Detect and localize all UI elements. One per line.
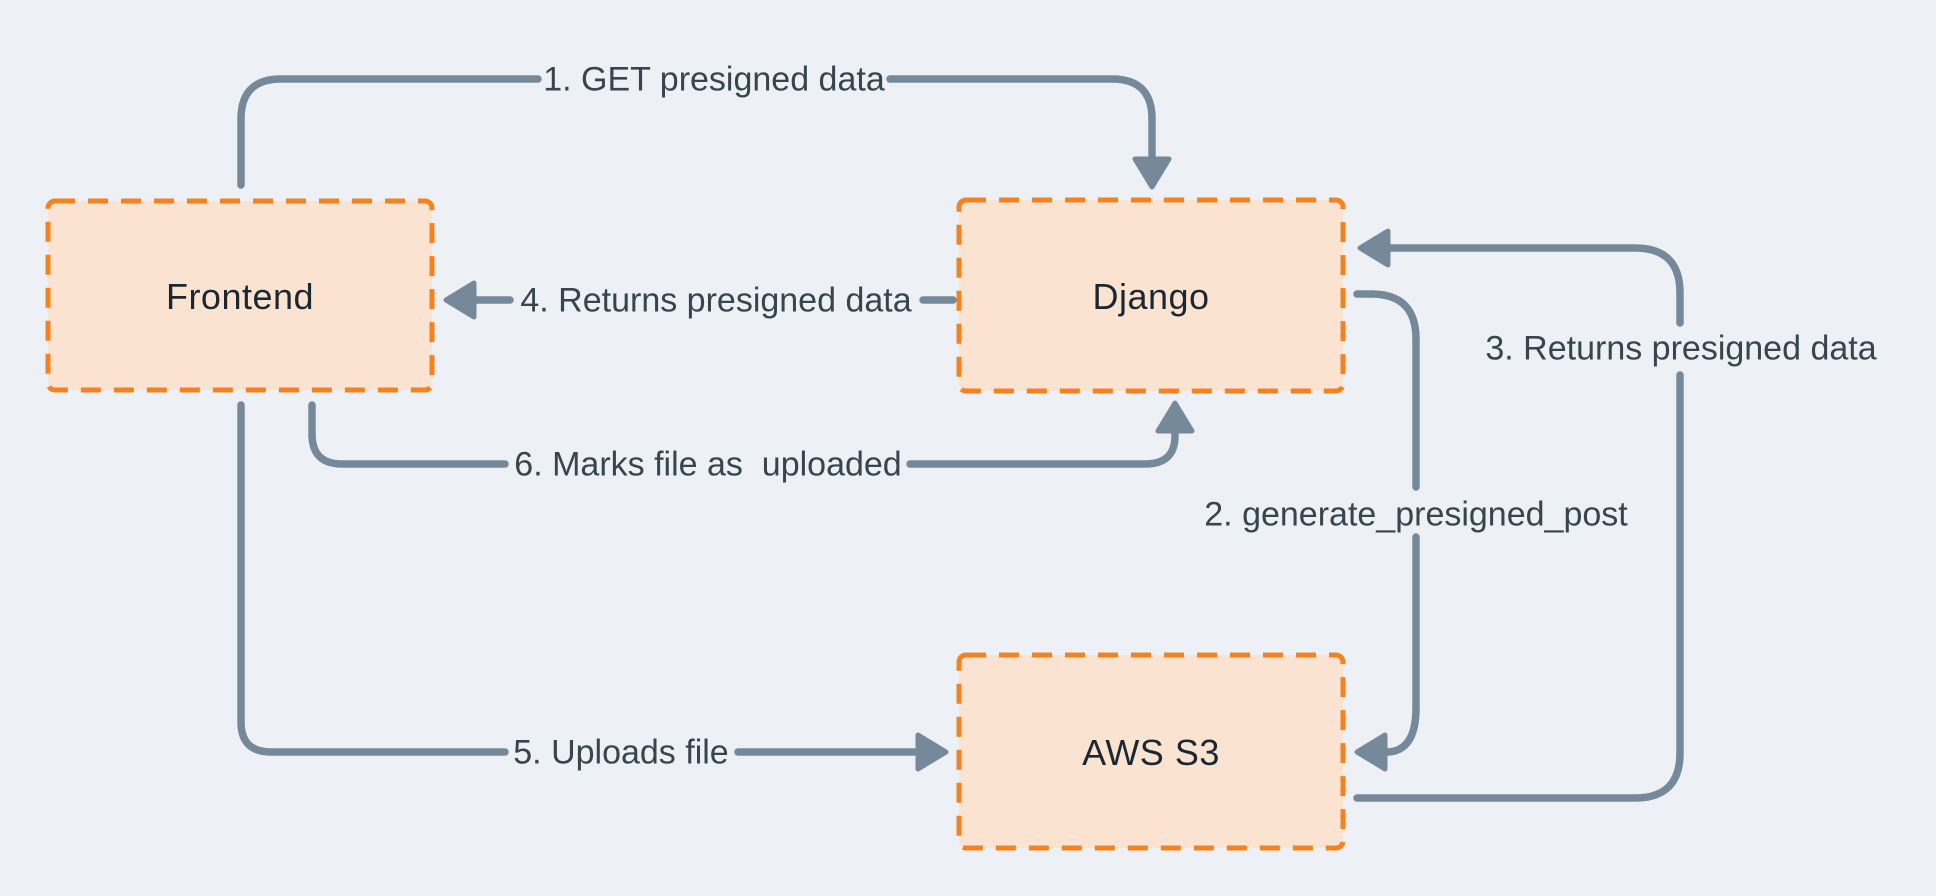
edge-returns-presigned-data-to-frontend (443, 280, 957, 320)
node-django-box (956, 197, 1346, 394)
edge-3-arrowhead (1357, 228, 1391, 268)
node-aws-s3-box (956, 652, 1346, 851)
edge-generate-presigned-post (1353, 290, 1420, 772)
edge-1-label: 1. GET presigned data (543, 60, 885, 99)
edge-marks-file-uploaded (308, 400, 1195, 468)
edge-6-label: 6. Marks file as uploaded (514, 445, 902, 484)
edge-5-arrowhead (915, 732, 949, 772)
edge-2-arrowhead (1354, 732, 1388, 772)
edge-uploads-file (237, 401, 949, 772)
node-frontend-box (45, 198, 435, 393)
edge-6-arrowhead (1155, 400, 1195, 434)
node-django-label: Django (1092, 276, 1210, 317)
edge-4-label: 4. Returns presigned data (520, 281, 912, 320)
edge-get-presigned-data (237, 75, 1172, 190)
edge-4-arrowhead (443, 280, 477, 320)
edge-returns-presigned-data-to-django (1353, 228, 1684, 802)
edge-3-label: 3. Returns presigned data (1485, 329, 1877, 368)
node-aws-s3-label: AWS S3 (1082, 732, 1220, 773)
node-frontend-label: Frontend (165, 276, 315, 317)
edge-1-arrowhead (1132, 156, 1172, 190)
edge-2-label: 2. generate_presigned_post (1204, 495, 1628, 534)
edge-5-label: 5. Uploads file (513, 733, 729, 772)
